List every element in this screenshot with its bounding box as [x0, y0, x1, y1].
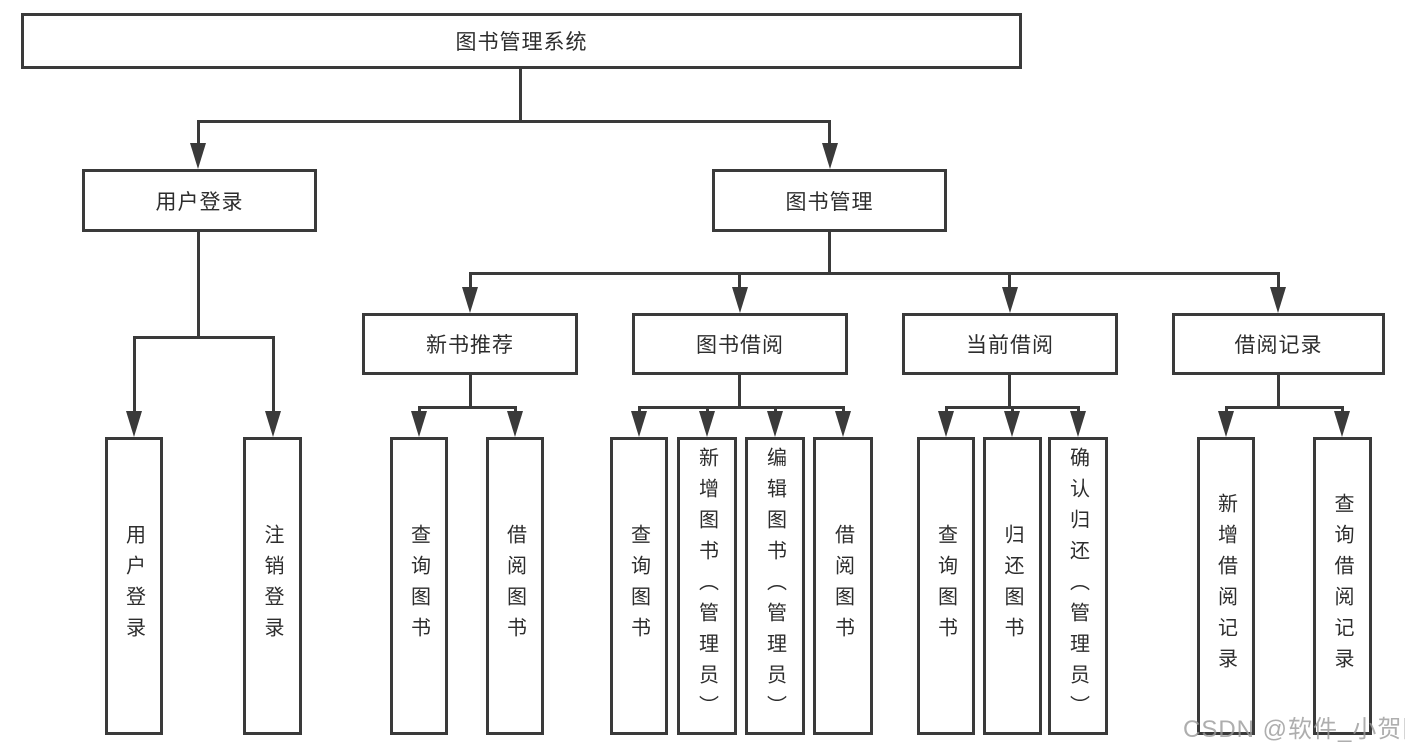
csdn-watermark: CSDN @软件_小贺同学 — [1183, 716, 1405, 743]
node-new-book-recommend: 新书推荐 — [362, 313, 578, 375]
down-arrowhead-icon — [411, 411, 427, 437]
node-user-login: 用户登录 — [82, 169, 317, 232]
leaf-borrow-books: 借阅图书 — [486, 437, 544, 735]
connector-user-login-stem — [197, 232, 200, 339]
connector-level3-branch — [469, 272, 1280, 275]
connector-leaf-stem — [842, 406, 845, 415]
connector-leaf-stem — [418, 406, 421, 415]
connector-borrow-records-stem — [1277, 375, 1280, 409]
leaf-add-books-admin: 新增图书（管理员） — [677, 437, 737, 735]
connector-book-borrow-stem — [738, 375, 741, 409]
node-book-management: 图书管理 — [712, 169, 947, 232]
down-arrowhead-icon — [732, 287, 748, 313]
connector-to-borrow-records — [1277, 272, 1280, 290]
leaf-return-books: 归还图书 — [983, 437, 1042, 735]
leaf-confirm-return-admin: 确认归还（管理员） — [1048, 437, 1108, 735]
connector-leaf-stem — [1225, 406, 1228, 415]
connector-current-borrow-stem — [1008, 375, 1011, 409]
leaf-borrow-books: 借阅图书 — [813, 437, 873, 735]
leaf-edit-books-admin: 编辑图书（管理员） — [745, 437, 805, 735]
connector-leaf-stem — [945, 406, 948, 415]
leaf-query-books: 查询图书 — [610, 437, 668, 735]
down-arrowhead-icon — [1004, 411, 1020, 437]
leaf-query-books: 查询图书 — [917, 437, 975, 735]
connector-leaf-stem — [706, 406, 709, 415]
connector-to-book-borrow — [738, 272, 741, 290]
down-arrowhead-icon — [190, 143, 206, 169]
leaf-add-borrow-record: 新增借阅记录 — [1197, 437, 1255, 735]
down-arrowhead-icon — [1070, 411, 1086, 437]
connector-borrow-records-branch — [1225, 406, 1344, 409]
node-current-borrow: 当前借阅 — [902, 313, 1118, 375]
connector-leaf-stem — [1011, 406, 1014, 415]
leaf-user-login: 用户登录 — [105, 437, 163, 735]
connector-to-current-borrow — [1008, 272, 1011, 290]
connector-root-stem — [519, 69, 522, 123]
down-arrowhead-icon — [1002, 287, 1018, 313]
down-arrowhead-icon — [507, 411, 523, 437]
connector-to-book-management — [828, 120, 831, 146]
down-arrowhead-icon — [1218, 411, 1234, 437]
connector-leaf-stem — [1341, 406, 1344, 415]
connector-to-leaf-user-login — [133, 336, 136, 414]
down-arrowhead-icon — [631, 411, 647, 437]
connector-leaf-stem — [514, 406, 517, 415]
connector-book-management-stem — [828, 232, 831, 275]
connector-to-new-book — [469, 272, 472, 290]
connector-leaf-stem — [1077, 406, 1080, 415]
leaf-logout: 注销登录 — [243, 437, 302, 735]
connector-level2-branch — [197, 120, 831, 123]
leaf-query-books: 查询图书 — [390, 437, 448, 735]
down-arrowhead-icon — [1334, 411, 1350, 437]
down-arrowhead-icon — [1270, 287, 1286, 313]
connector-to-user-login — [197, 120, 200, 146]
down-arrowhead-icon — [822, 143, 838, 169]
down-arrowhead-icon — [767, 411, 783, 437]
leaf-query-borrow-record: 查询借阅记录 — [1313, 437, 1372, 735]
down-arrowhead-icon — [699, 411, 715, 437]
node-root: 图书管理系统 — [21, 13, 1022, 69]
node-borrow-records: 借阅记录 — [1172, 313, 1385, 375]
connector-book-borrow-branch — [638, 406, 845, 409]
connector-leaf-stem — [774, 406, 777, 415]
connector-user-login-branch — [133, 336, 275, 339]
node-book-borrow: 图书借阅 — [632, 313, 848, 375]
down-arrowhead-icon — [126, 411, 142, 437]
connector-to-leaf-logout — [272, 336, 275, 414]
connector-new-book-stem — [469, 375, 472, 409]
connector-new-book-branch — [418, 406, 517, 409]
down-arrowhead-icon — [462, 287, 478, 313]
connector-leaf-stem — [638, 406, 641, 415]
down-arrowhead-icon — [835, 411, 851, 437]
down-arrowhead-icon — [938, 411, 954, 437]
down-arrowhead-icon — [265, 411, 281, 437]
